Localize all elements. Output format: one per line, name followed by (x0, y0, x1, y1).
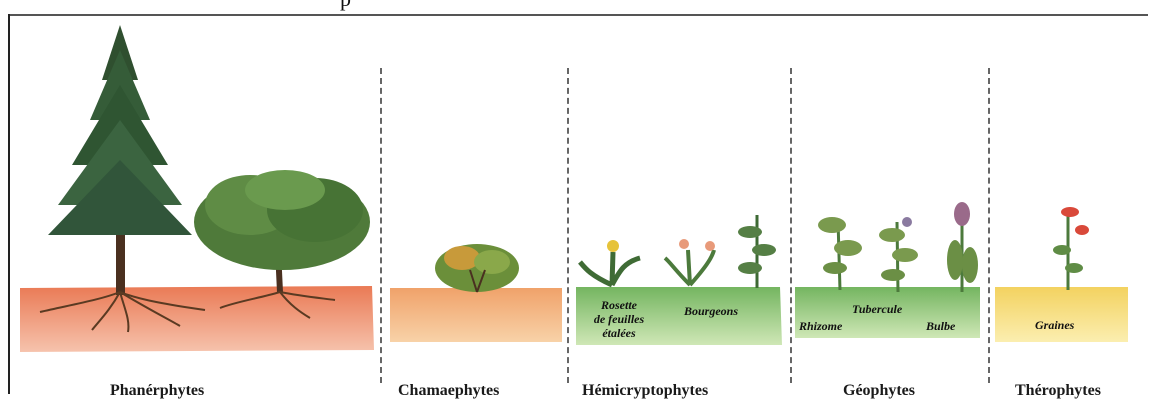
label-chamaephytes: Chamaephytes (398, 382, 499, 400)
label-therophytes: Thérophytes (1015, 382, 1101, 400)
conifer-tree (40, 25, 205, 332)
bourgeons-plant (665, 239, 715, 285)
soil-phanerophytes (20, 286, 374, 352)
therophyte-plant (1053, 207, 1089, 290)
annotation-graines: Graines (1035, 318, 1074, 332)
bulbe-plant (947, 202, 978, 292)
chamaephyte-shrub (435, 244, 519, 292)
tall-plant-hemi (738, 215, 776, 288)
tubercule-plant (879, 217, 918, 292)
annotation-rhizome: Rhizome (799, 319, 842, 333)
annotation-rosette: Rosette de feuilles étalées (584, 298, 654, 340)
rosette-plant (580, 240, 640, 285)
soil-therophytes (995, 287, 1128, 342)
soil-chamaephytes (390, 288, 562, 342)
label-hemicryptophytes: Hémicryptophytes (582, 382, 708, 400)
annotation-bulbe: Bulbe (926, 319, 955, 333)
annotation-tubercule: Tubercule (852, 302, 902, 316)
label-phanerophytes: Phanérphytes (110, 382, 204, 400)
annotation-bourgeons: Bourgeons (684, 304, 738, 318)
label-geophytes: Géophytes (843, 382, 915, 400)
rhizome-plant (818, 217, 862, 290)
